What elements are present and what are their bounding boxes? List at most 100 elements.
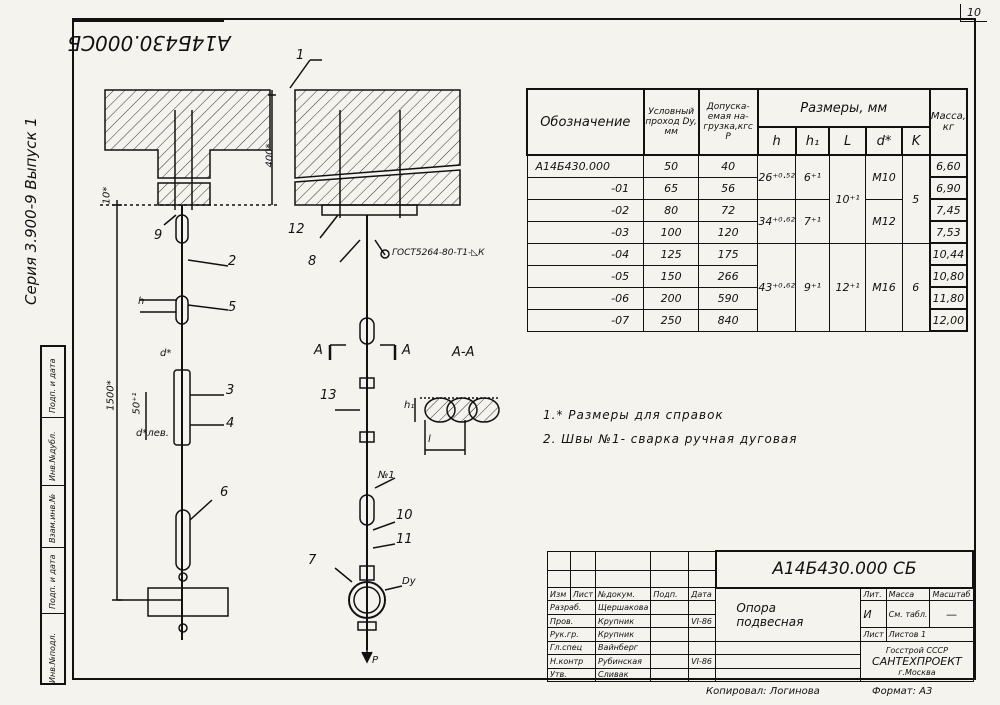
callout-label: 8 (308, 254, 317, 269)
tb-name: Сливак (595, 667, 652, 682)
p-cell: 266 (698, 264, 759, 288)
dy-cell: 50 (643, 154, 700, 178)
header-d: d* (864, 126, 904, 156)
k-cell: 5 (901, 154, 931, 244)
callout-label: 4 (226, 416, 235, 431)
mass-cell: 10,44 (928, 242, 969, 266)
dimension-label: 50⁺¹ (131, 392, 143, 415)
dimension-label: h₁ (404, 400, 415, 411)
p-cell: 175 (698, 242, 759, 266)
dimension-label: d*лев. (136, 428, 169, 439)
slab-left (104, 89, 271, 179)
callout-label: 9 (154, 228, 163, 243)
tb-scale: Масштаб (929, 587, 974, 602)
spec-table: Обозначение Условный проход Dy, мм Допус… (526, 88, 969, 332)
l-cell: 10⁺¹ (828, 154, 867, 244)
designation-cell: -02 (526, 198, 645, 222)
header-mass: Масса, кг (928, 88, 969, 156)
slab-right-lower (294, 169, 461, 206)
tb-name: Крупник (595, 627, 652, 642)
slab-right (294, 89, 461, 179)
l-cell: 12⁺¹ (828, 242, 867, 332)
note-2: 2. Швы №1- сварка ручная дуговая (543, 432, 798, 446)
format-label: Формат: А3 (872, 686, 933, 697)
tb-hdr: Подп. (650, 587, 690, 602)
tb-name: Рубинская (595, 654, 652, 669)
tb-org1: Госстрой СССР (885, 645, 948, 655)
h1-cell: 6⁺¹ (795, 154, 830, 200)
d-cell: М12 (865, 198, 903, 244)
tb-hdr: Дата (688, 587, 717, 602)
header-k: K (901, 126, 931, 156)
designation-cell: -01 (526, 176, 645, 200)
mass-cell: 7,53 (928, 220, 969, 244)
callout-label: 10 (396, 508, 413, 523)
p-cell: 840 (698, 308, 759, 332)
d-cell: М10 (865, 154, 903, 200)
callout-label: 12 (288, 222, 305, 237)
tb-role: Разраб. (546, 600, 597, 615)
tb-scale-val: — (929, 600, 974, 629)
section-title: A-A (452, 345, 475, 360)
header-load: Допуска-емая на-грузка,кгс P (697, 88, 759, 156)
header-h: h (756, 126, 797, 156)
tb-mass: Масса (885, 587, 931, 602)
p-cell: 56 (698, 176, 759, 200)
callout-label: 6 (220, 485, 229, 500)
dy-cell: 250 (643, 308, 700, 332)
tb-role: Утв. (546, 667, 597, 682)
dimension-label: l (428, 434, 431, 445)
mass-cell: 10,80 (928, 264, 969, 288)
designation-cell: -06 (526, 286, 645, 310)
side-stamp: Инв.№подл. Подп. и дата Взам.инв.№ Инв.№… (40, 345, 66, 685)
callout-label: 3 (226, 383, 235, 398)
h-cell: 26⁺⁰·⁵² (757, 154, 797, 200)
designation-cell: -03 (526, 220, 645, 244)
callout-label: 7 (308, 553, 317, 568)
callout-label: 2 (228, 254, 237, 269)
tb-date: VI-86 (688, 654, 717, 669)
tb-name: Крупник (595, 613, 652, 629)
k-cell: 6 (901, 242, 931, 332)
designation-cell: А14Б430.000 (526, 154, 645, 178)
dy-cell: 80 (643, 198, 700, 222)
tb-role: Рук.гр. (546, 627, 597, 642)
dimension-label: 10* (101, 186, 113, 205)
dy-cell: 200 (643, 286, 700, 310)
dy-cell: 100 (643, 220, 700, 244)
mass-cell: 6,90 (928, 176, 969, 200)
tb-org2: САНТЕХПРОЕКТ (872, 654, 962, 668)
d-cell: М16 (865, 242, 903, 332)
callout-label: 13 (320, 388, 337, 403)
title-name-1: Опора (736, 600, 776, 615)
callout-label: 11 (396, 532, 413, 547)
tb-sheets: Листов 1 (885, 627, 974, 642)
tb-sheet: Лист (860, 627, 887, 642)
note-1: 1.* Размеры для справок (543, 408, 724, 422)
title-block: А14Б430.000 СБ Изм Лист №докум. Подп. Да… (546, 550, 975, 683)
tb-role: Н.контр (546, 654, 597, 669)
header-sizes: Размеры, мм (756, 88, 931, 128)
callout-label: 1 (296, 48, 305, 63)
tb-hdr: Изм (547, 587, 571, 602)
mass-cell: 7,45 (928, 198, 969, 222)
section-label: A (314, 343, 323, 358)
header-l: L (828, 126, 867, 156)
gost-label: ГОСТ5264-80-Т1-◺К (392, 248, 485, 258)
h1-cell: 9⁺¹ (795, 242, 830, 332)
h-cell: 34⁺⁰·⁶² (757, 198, 797, 244)
tb-date: VI-86 (688, 613, 717, 629)
h-cell: 43⁺⁰·⁶² (757, 242, 797, 332)
weld-label: №1 (378, 470, 395, 481)
tb-role: Пров. (546, 613, 597, 629)
designation-cell: -04 (526, 242, 645, 266)
dimension-label: 400* (264, 143, 276, 168)
tb-role: Гл.спец (546, 640, 597, 656)
tb-lit: Лит. (860, 587, 887, 602)
sheet-number: 10 (960, 4, 987, 22)
tb-hdr: №докум. (595, 587, 652, 602)
h1-cell: 7⁺¹ (795, 198, 830, 244)
tb-letter: И (860, 600, 887, 629)
tb-org3: г.Москва (898, 667, 936, 677)
dimension-label: d* (160, 348, 172, 359)
